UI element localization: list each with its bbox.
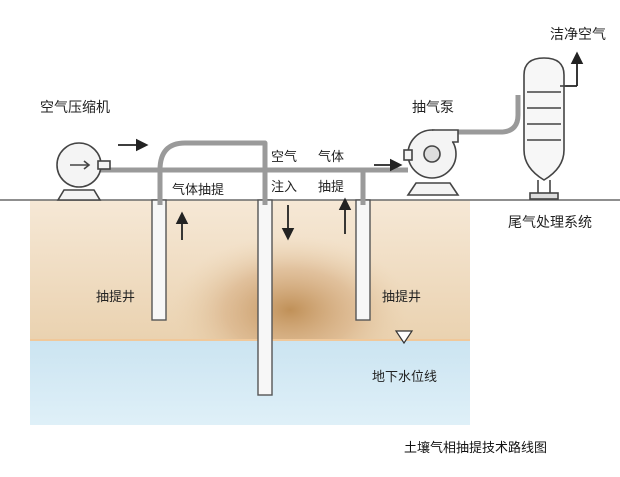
vacuum-pump-label: 抽气泵 [412,100,454,116]
air-injection-label-2: 注入 [271,180,298,195]
offgas-treatment-label: 尾气处理系统 [508,215,592,231]
extraction-well-right [355,199,371,321]
offgas-tower-icon [523,57,566,200]
gas-extraction-left-label: 气体抽提 [172,183,225,198]
gas-extraction-right-label-2: 抽提 [318,180,345,195]
clean-air-label: 洁净空气 [550,27,606,43]
water-level-marker-icon [394,330,414,345]
extraction-well-right-label: 抽提井 [382,290,422,305]
figure-caption: 土壤气相抽提技术路线图 [404,441,548,456]
compressor-icon [56,142,111,201]
extraction-well-left [151,199,167,321]
injection-well [257,199,273,396]
extraction-well-left-label: 抽提井 [96,290,136,305]
groundwater-zone [30,340,470,425]
gas-extraction-right-label-1: 气体 [318,150,345,165]
flow-arrows [118,51,584,241]
air-injection-label-1: 空气 [271,150,298,165]
air-compressor-label: 空气压缩机 [40,100,110,116]
pump-icon [403,129,460,196]
groundwater-level-label: 地下水位线 [372,370,438,385]
